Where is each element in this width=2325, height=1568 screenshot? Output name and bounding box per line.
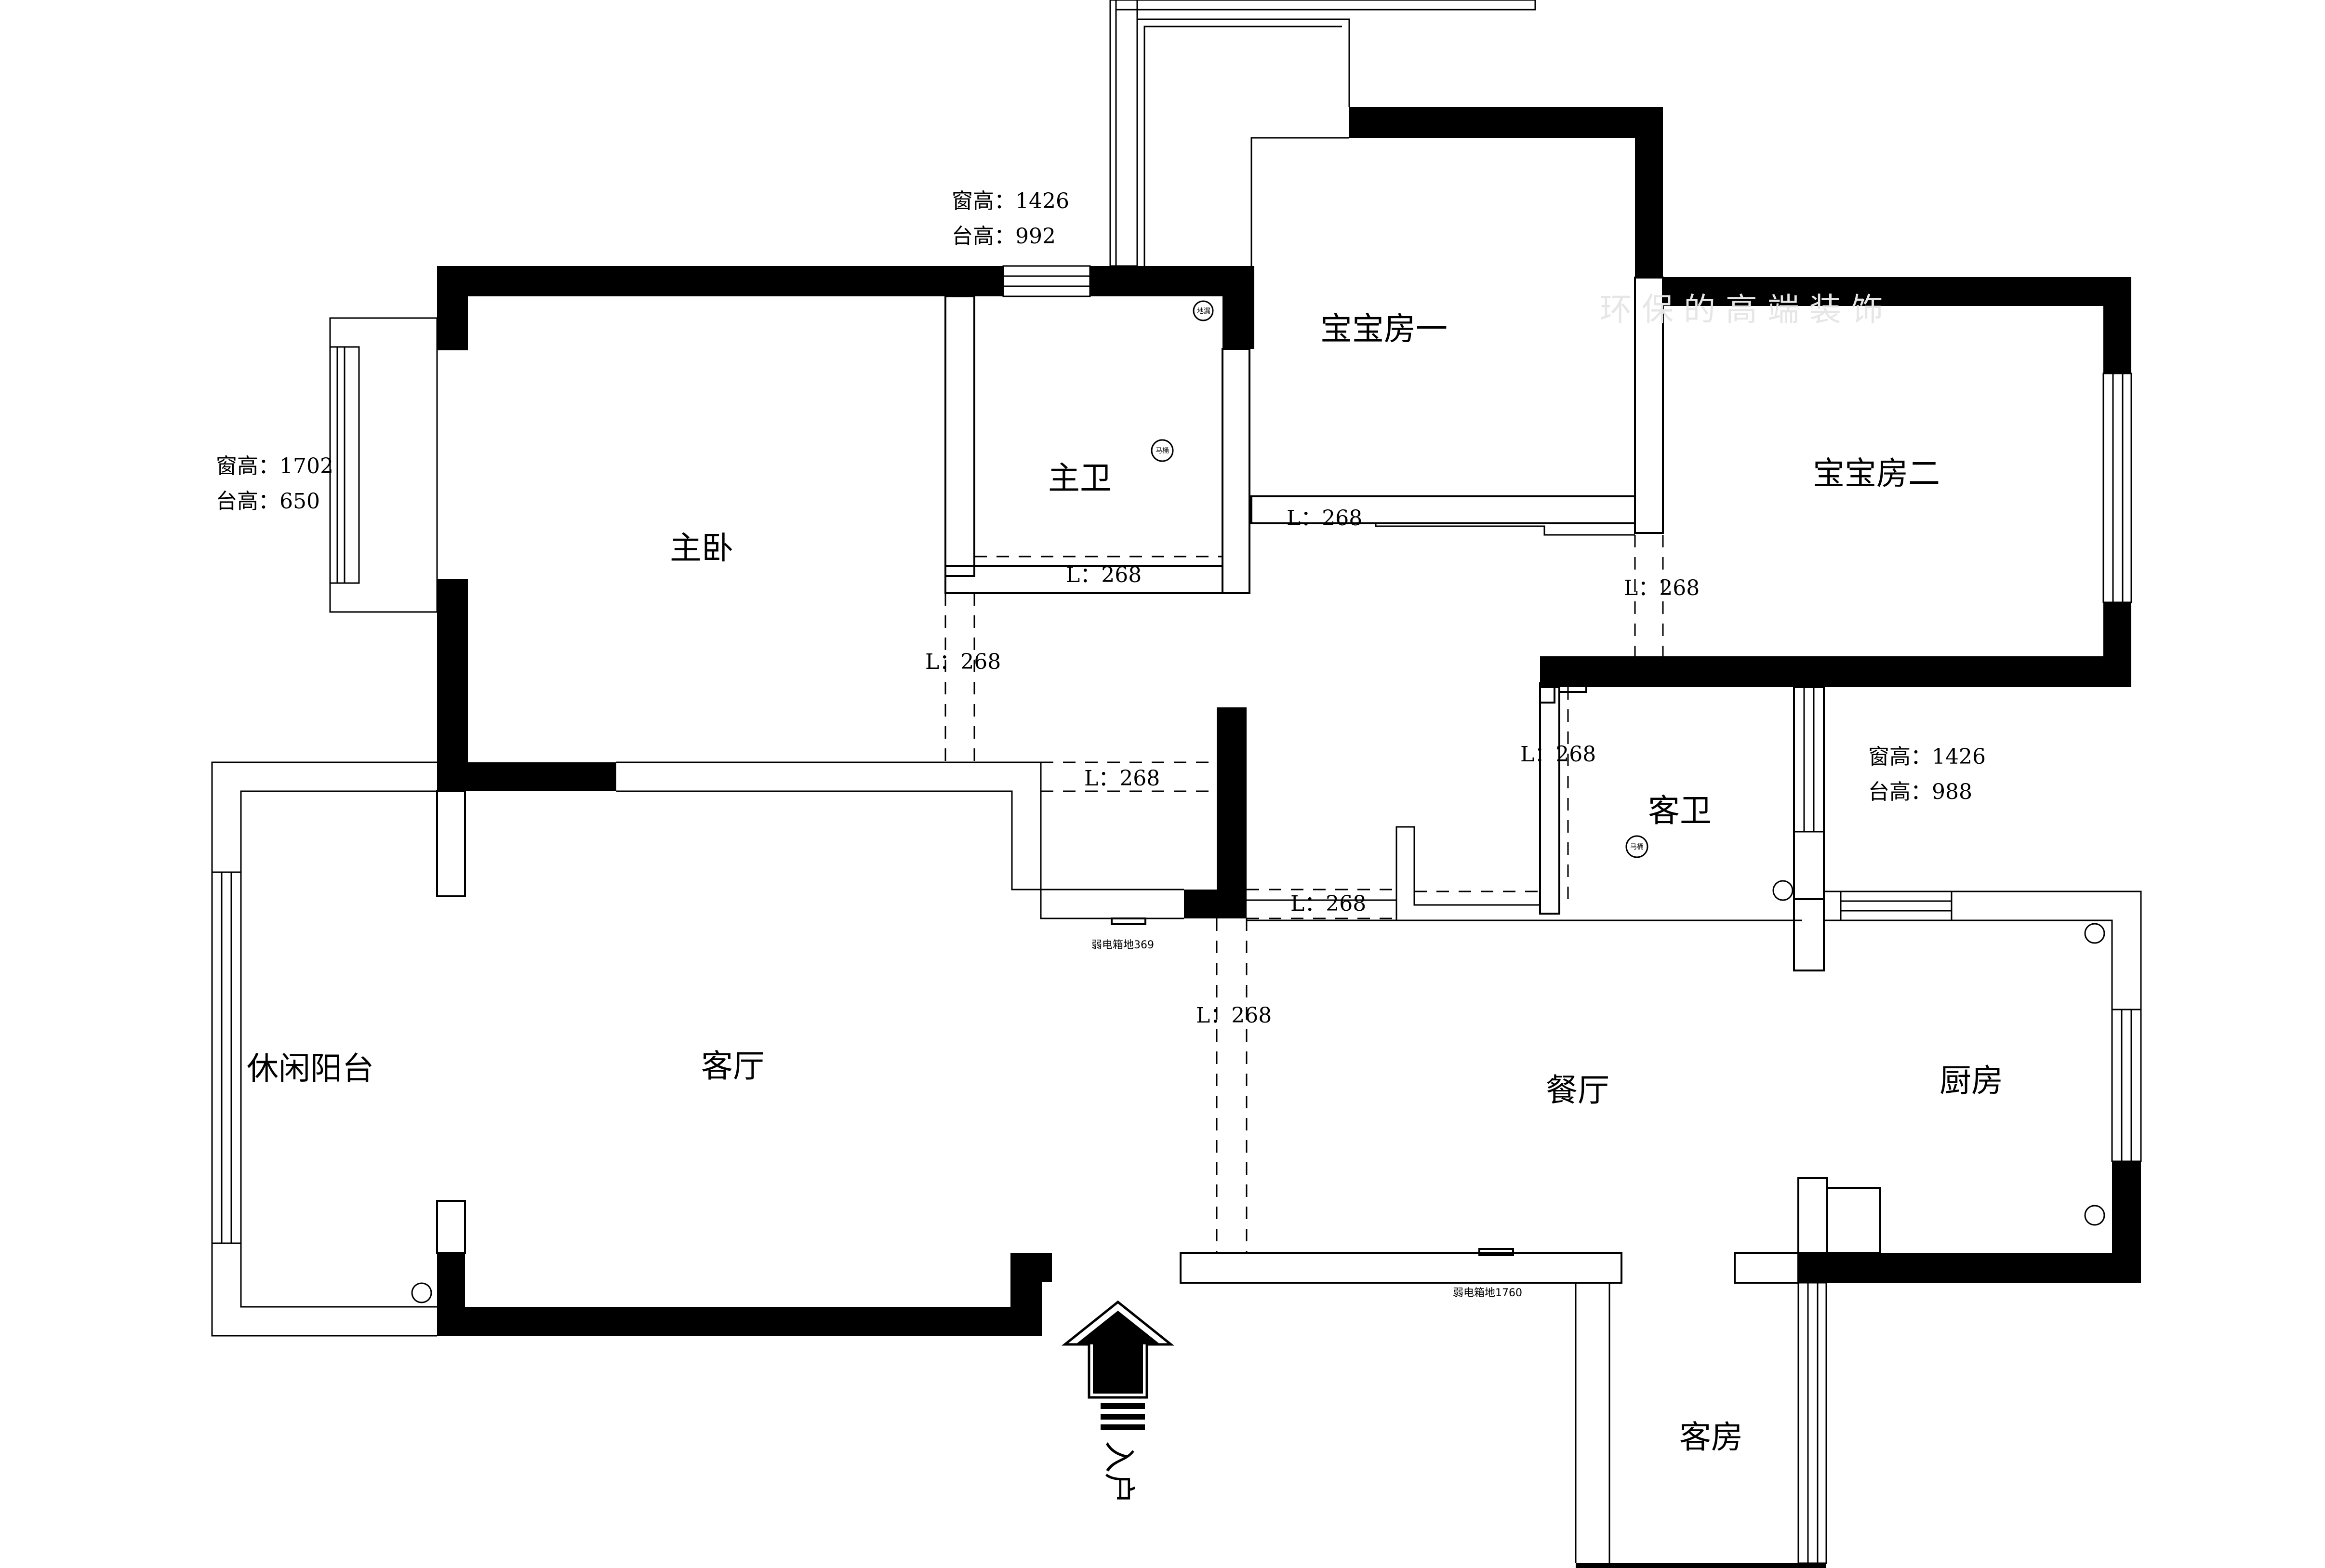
floor-drain-icon [2084,1205,2105,1226]
room-label-baby-room-2: 宝宝房二 [1813,455,1940,492]
fixtures [411,300,2105,1303]
sill-height-right: 台高：988 [1868,780,1972,804]
floor-drain-label: 地漏 [1197,307,1210,315]
partition-walls [211,0,2142,1564]
toilet-label: 马桶 [1156,447,1169,455]
floor-drain-icon [1772,880,1794,901]
weak-current-box-1: 弱电箱地369 [1091,939,1154,951]
weak-current-box-2: 弱电箱地1760 [1453,1287,1522,1299]
lintel-guest-bath: L：268 [1520,742,1596,767]
lintel-living-passage: L：268 [1290,891,1366,916]
entrance-label: 入户 [1101,1441,1138,1504]
toilet-icon [1625,835,1648,858]
lintel-baby-room-1: L：268 [1287,506,1362,531]
room-label-master-bedroom: 主卧 [670,530,733,567]
floor-drain-icon [2084,923,2105,944]
load-bearing-walls [437,107,2141,1568]
room-label-baby-room-1: 宝宝房一 [1320,310,1448,347]
sill-height-left: 台高：650 [216,489,320,514]
room-label-guest-room: 客房 [1679,1419,1743,1456]
window-height-left: 窗高：1702 [216,454,333,478]
lintel-hall: L：268 [1084,766,1160,791]
room-label-living-room: 客厅 [701,1048,765,1085]
lintel-master-bath: L：268 [1066,563,1142,587]
window-height-top: 窗高：1426 [952,189,1069,213]
lintel-master-bedroom: L：268 [925,650,1001,674]
sill-height-top: 台高：992 [952,224,1056,249]
lintel-dash-lines [944,313,1664,1253]
lintel-entry: L：268 [1196,1003,1272,1028]
floor-drain-icon [1193,300,1214,321]
floor-drain-icon [411,1282,432,1303]
room-label-dining-room: 餐厅 [1546,1072,1609,1109]
watermark: 环 保 的 高 端 装 饰 [1600,291,1883,328]
toilet-icon [1151,439,1174,462]
room-label-master-bath: 主卫 [1048,460,1112,497]
room-label-leisure-balcony: 休闲阳台 [247,1050,374,1087]
toilet-label: 马桶 [1630,843,1644,851]
window-height-right: 窗高：1426 [1868,744,1986,769]
room-label-guest-bath: 客卫 [1648,792,1712,829]
lintel-baby-room-2: L：268 [1624,576,1700,600]
entrance-arrow-icon [1061,1300,1175,1430]
room-label-kitchen: 厨房 [1940,1062,2003,1099]
